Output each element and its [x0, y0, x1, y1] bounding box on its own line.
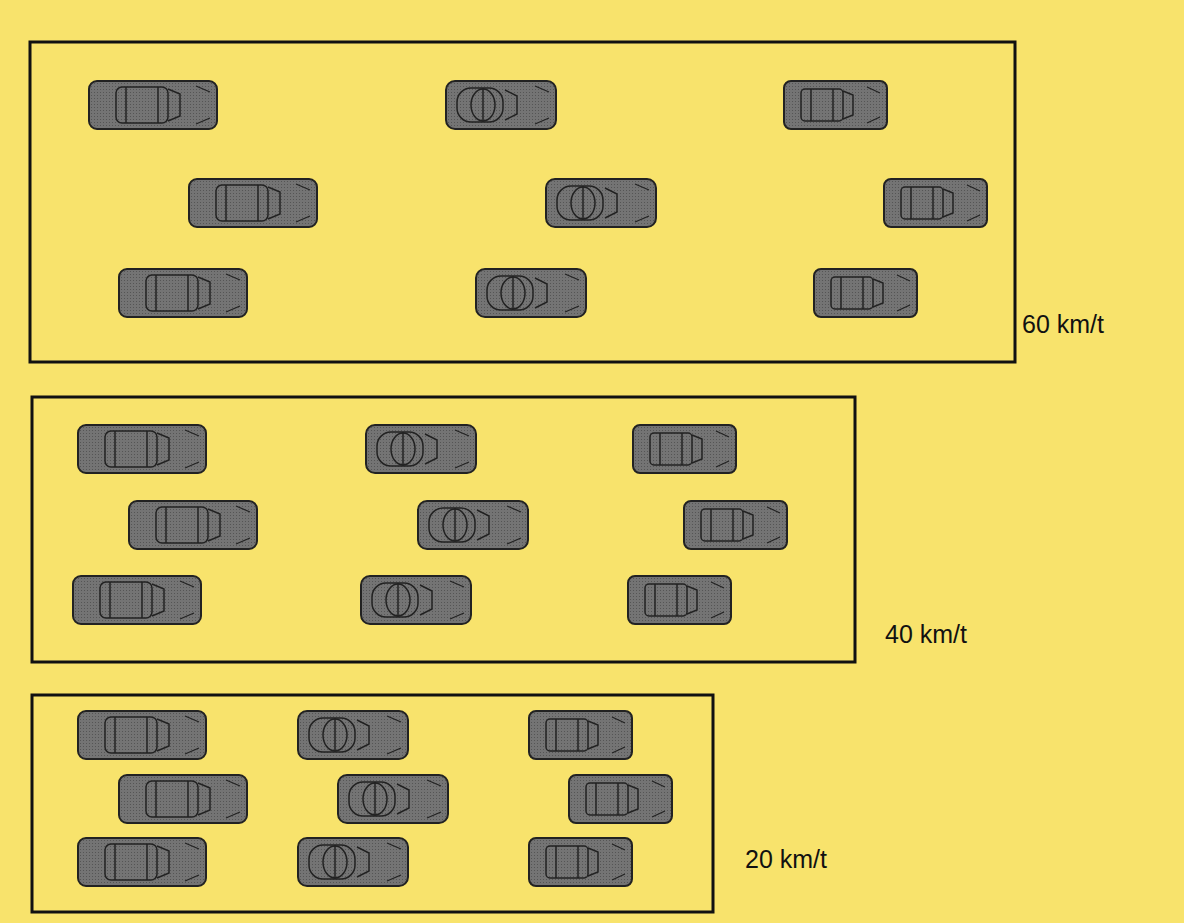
car	[129, 501, 257, 549]
car	[78, 711, 206, 759]
road-frame	[30, 42, 1015, 362]
car	[78, 425, 206, 473]
car	[89, 81, 217, 129]
speed-label: 40 km/t	[885, 622, 967, 647]
car	[569, 775, 672, 823]
car	[628, 576, 731, 624]
car	[529, 838, 632, 886]
car	[298, 711, 408, 759]
car	[884, 179, 987, 227]
car	[73, 576, 201, 624]
speed-label: 20 km/t	[745, 847, 827, 872]
car	[119, 269, 247, 317]
car	[529, 711, 632, 759]
car	[366, 425, 476, 473]
car	[446, 81, 556, 129]
car	[546, 179, 656, 227]
car	[784, 81, 887, 129]
car	[814, 269, 917, 317]
car	[119, 775, 247, 823]
car	[78, 838, 206, 886]
car	[633, 425, 736, 473]
car	[189, 179, 317, 227]
car	[476, 269, 586, 317]
car	[361, 576, 471, 624]
road-frame	[32, 695, 713, 912]
car	[338, 775, 448, 823]
car	[298, 838, 408, 886]
car	[684, 501, 787, 549]
road-frame	[32, 397, 855, 662]
car	[418, 501, 528, 549]
speed-label: 60 km/t	[1022, 312, 1104, 337]
